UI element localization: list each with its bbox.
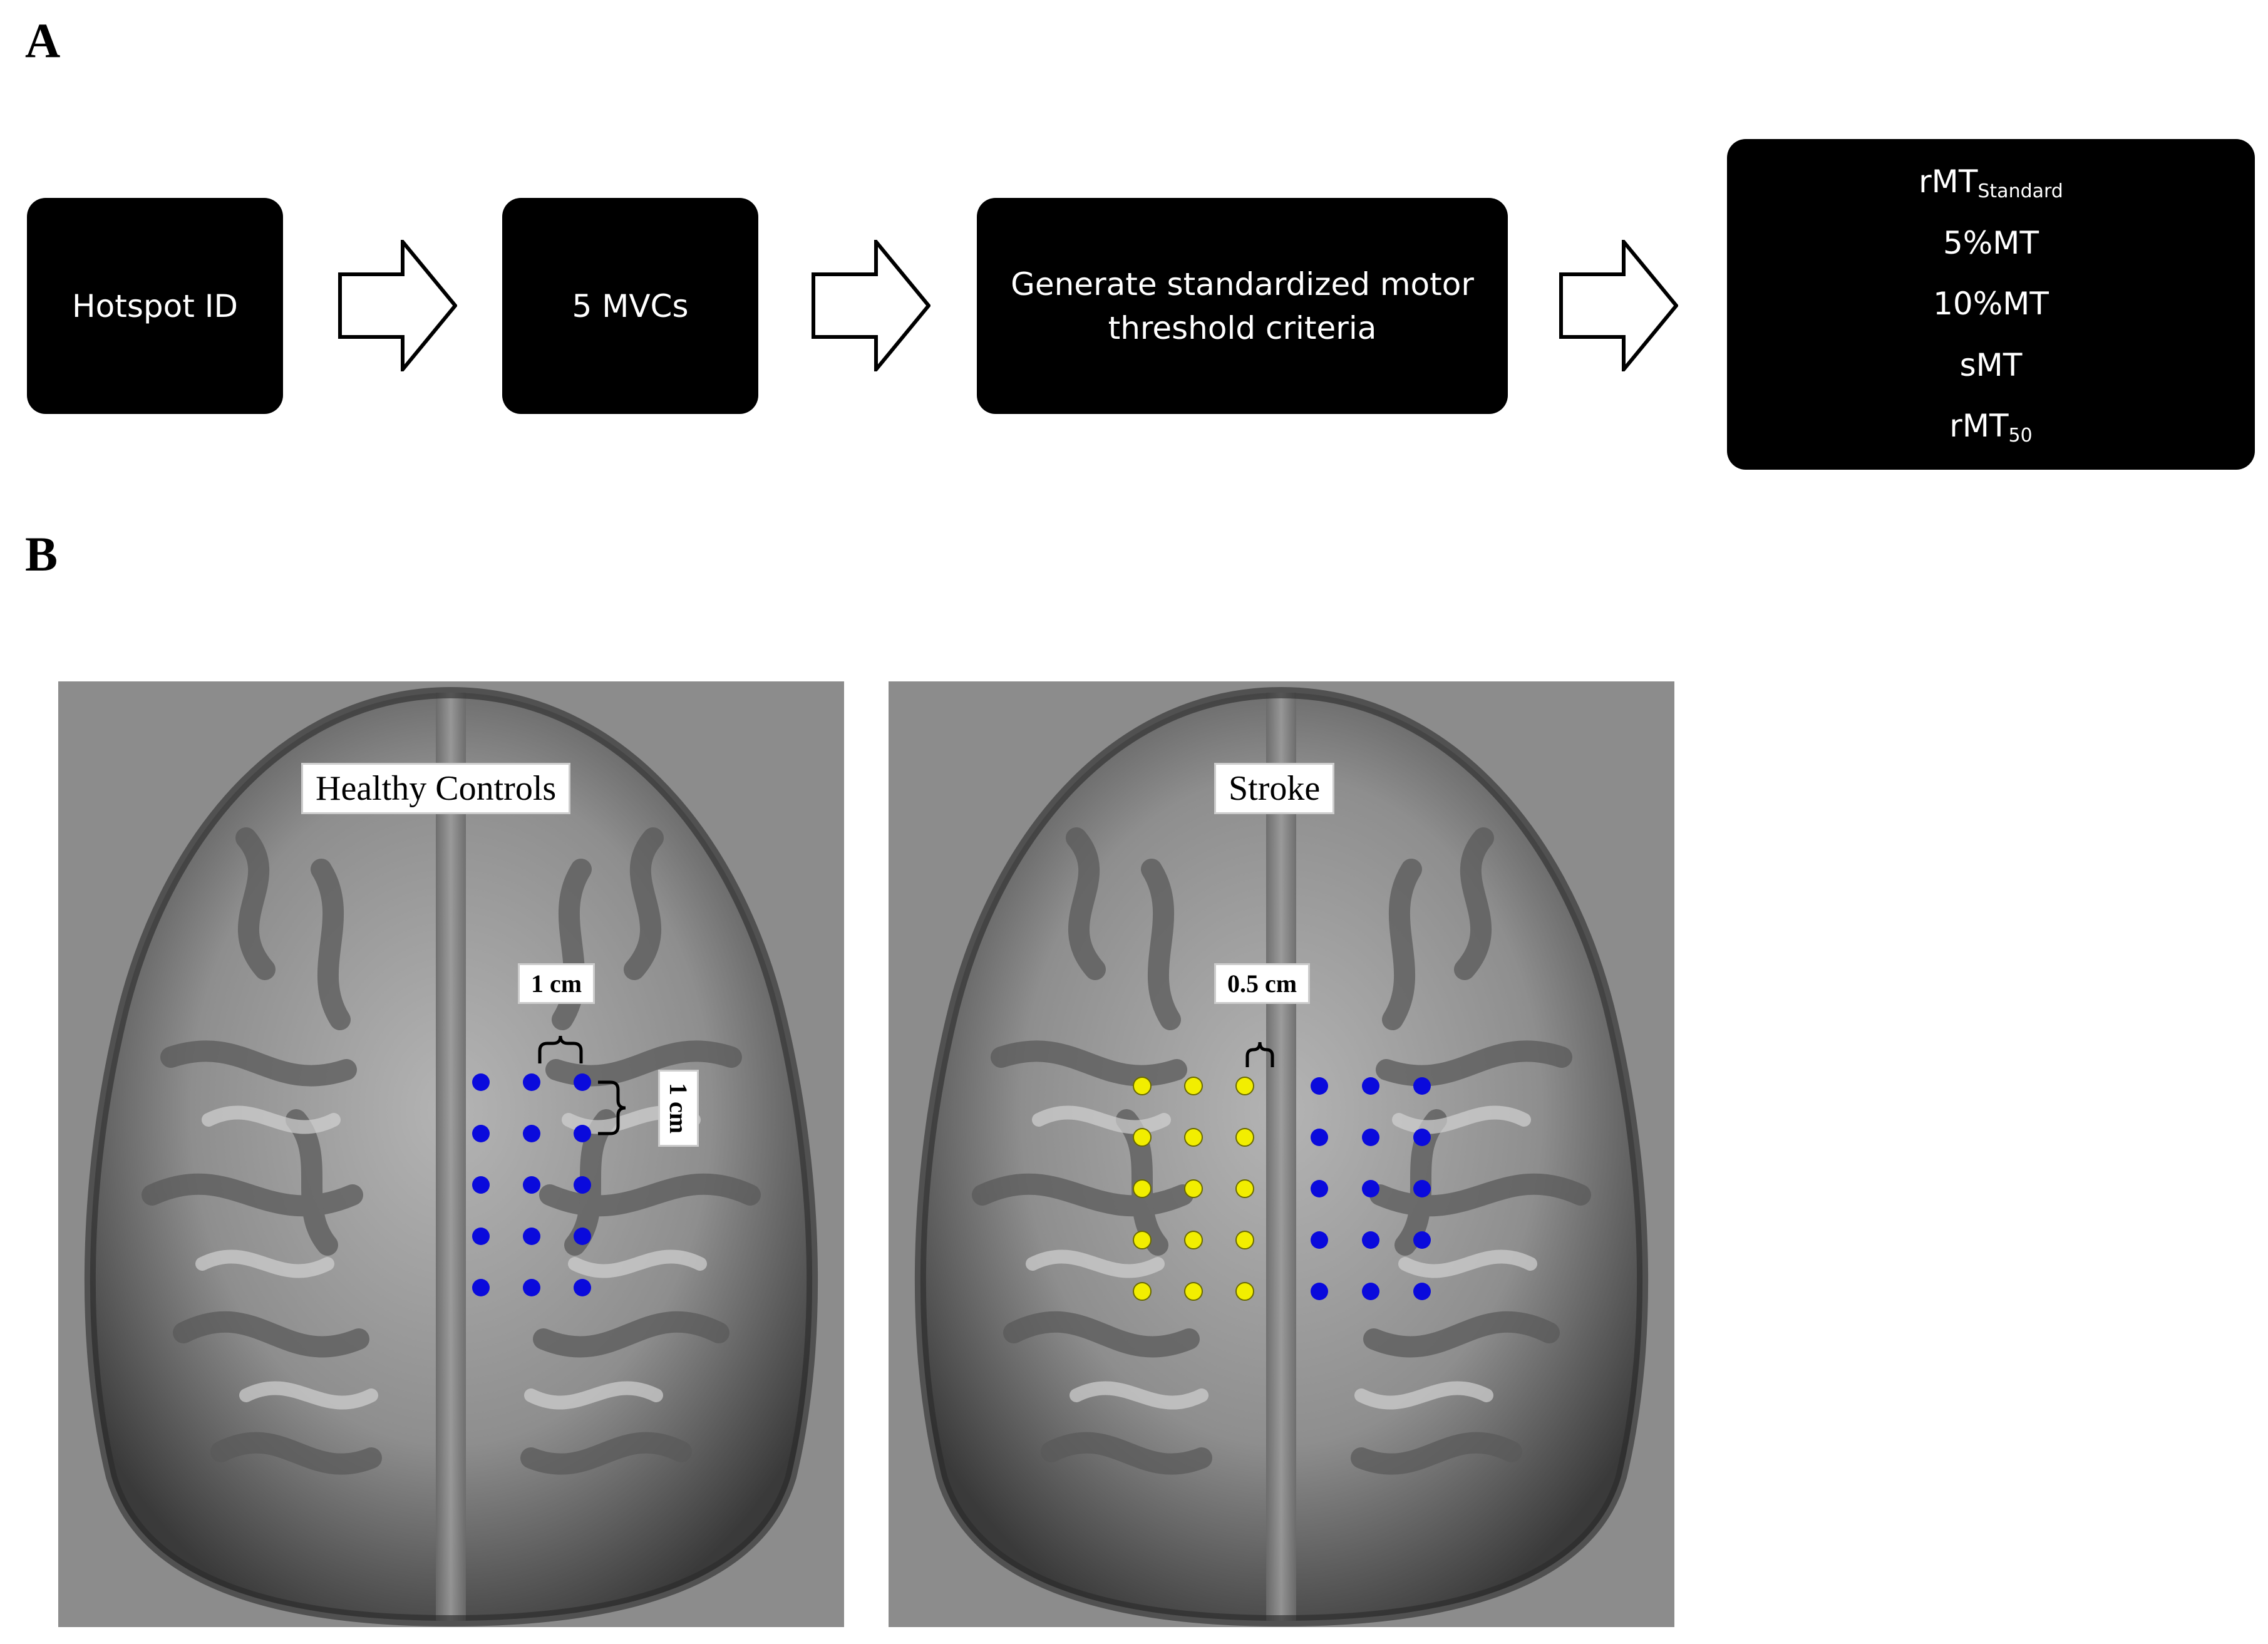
stim-point: [1413, 1283, 1431, 1300]
stim-point: [1362, 1283, 1379, 1300]
stim-point: [1133, 1077, 1152, 1095]
stim-point: [523, 1176, 540, 1194]
stim-point: [523, 1279, 540, 1296]
stim-point: [1235, 1128, 1254, 1147]
stim-point: [523, 1073, 540, 1091]
stim-point: [1311, 1129, 1328, 1146]
stim-point: [574, 1125, 591, 1142]
stim-point: [1235, 1282, 1254, 1301]
stim-point: [1311, 1231, 1328, 1249]
stim-point: [1413, 1231, 1431, 1249]
stim-point: [574, 1228, 591, 1245]
stim-point: [1235, 1179, 1254, 1198]
panel-a-label: A: [25, 13, 61, 68]
arrow-right-icon: [338, 240, 457, 371]
stroke-stim-grid-blue: [1311, 1077, 1431, 1300]
stim-point: [1184, 1179, 1203, 1198]
spacing-label-horizontal: 1 cm: [518, 963, 595, 1004]
stim-point: [1133, 1282, 1152, 1301]
stim-point: [1362, 1231, 1379, 1249]
output-rmt50: rMT50: [1949, 408, 2033, 447]
healthy-stim-grid: [472, 1073, 591, 1296]
spacing-label-horizontal: 0.5 cm: [1214, 963, 1311, 1004]
output-5pct-mt: 5%MT: [1942, 224, 2039, 261]
stim-point: [1184, 1077, 1203, 1095]
output-rmt-standard: rMTStandard: [1919, 163, 2063, 203]
stim-point: [472, 1228, 490, 1245]
stim-point: [1362, 1180, 1379, 1197]
output-10pct-mt: 10%MT: [1933, 286, 2049, 323]
stim-point: [472, 1176, 490, 1194]
vertical-brace-icon: [598, 1080, 626, 1135]
step-5-mvcs: 5 MVCs: [502, 198, 758, 414]
group-title-healthy: Healthy Controls: [301, 763, 571, 814]
step-generate-criteria: Generate standardized motor threshold cr…: [977, 198, 1508, 414]
arrow-right-icon: [812, 240, 930, 371]
stim-point: [1413, 1180, 1431, 1197]
stim-point: [1133, 1231, 1152, 1249]
step-5-mvcs-text: 5 MVCs: [572, 287, 689, 324]
stim-point: [1184, 1282, 1203, 1301]
step-generate-criteria-line1: Generate standardized motor: [1011, 266, 1474, 302]
stim-point: [574, 1176, 591, 1194]
stim-point: [1413, 1077, 1431, 1095]
spacing-label-vertical: 1 cm: [658, 1070, 699, 1147]
stim-point: [472, 1279, 490, 1296]
output-smt: sMT: [1959, 346, 2023, 383]
stim-point: [1133, 1128, 1152, 1147]
step-hotspot-id: Hotspot ID: [27, 198, 283, 414]
stim-point: [1311, 1180, 1328, 1197]
stim-point: [574, 1073, 591, 1091]
group-title-stroke: Stroke: [1214, 763, 1335, 814]
stim-point: [1362, 1077, 1379, 1095]
stim-point: [1311, 1283, 1328, 1300]
stim-point: [523, 1228, 540, 1245]
brain-healthy-panel: Healthy Controls 1 cm 1 cm: [58, 681, 844, 1627]
panel-b-label: B: [25, 527, 58, 581]
stim-point: [472, 1125, 490, 1142]
stim-point: [1413, 1129, 1431, 1146]
brain-stroke-panel: Stroke 0.5 cm: [889, 681, 1674, 1627]
stim-point: [1133, 1179, 1152, 1198]
arrow-right-icon: [1559, 240, 1678, 371]
stim-point: [472, 1073, 490, 1091]
step-generate-criteria-line2: threshold criteria: [1108, 309, 1377, 346]
stroke-stim-grid-yellow: [1133, 1077, 1254, 1301]
stim-point: [1184, 1128, 1203, 1147]
horizontal-brace-icon: [538, 1035, 583, 1063]
horizontal-brace-icon: [1245, 1042, 1274, 1067]
stim-point: [574, 1279, 591, 1296]
brain-healthy-image: [58, 681, 844, 1627]
stim-point: [1362, 1129, 1379, 1146]
stim-point: [1311, 1077, 1328, 1095]
stim-point: [523, 1125, 540, 1142]
step-hotspot-id-text: Hotspot ID: [72, 287, 238, 324]
stim-point: [1235, 1231, 1254, 1249]
stim-point: [1235, 1077, 1254, 1095]
stim-point: [1184, 1231, 1203, 1249]
brain-stroke-image: [889, 681, 1674, 1627]
output-criteria-box: rMTStandard 5%MT 10%MT sMT rMT50: [1727, 139, 2255, 470]
